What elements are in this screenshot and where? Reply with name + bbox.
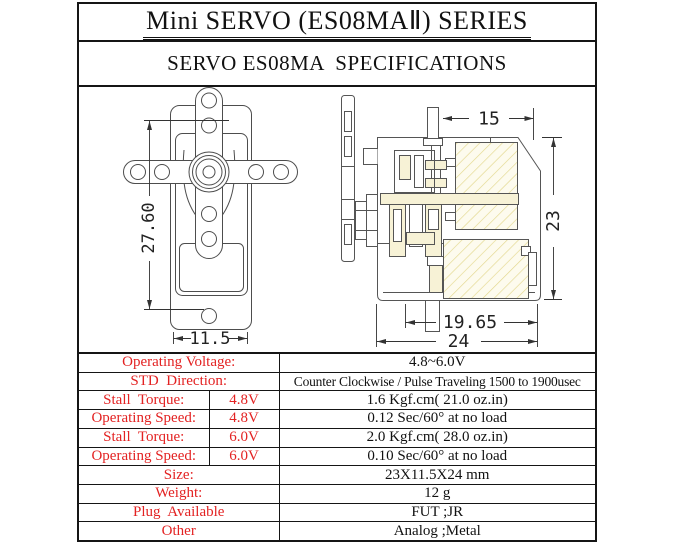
spec-label: Plug Available — [79, 503, 280, 522]
spec-row: Weight: 12 g — [79, 484, 595, 504]
spec-row: Operating Speed: 6.0V 0.10 Sec/60° at no… — [79, 447, 595, 467]
side-view-dimensions — [376, 108, 562, 347]
spec-row: Operating Voltage: 4.8~6.0V — [79, 354, 595, 373]
dim-front-height: 27.60 — [139, 202, 159, 253]
spec-label: Other — [79, 522, 280, 541]
horn-hub — [188, 151, 230, 193]
spec-voltage: 4.8V — [210, 391, 280, 410]
motor-section — [443, 239, 529, 299]
spec-value: 2.0 Kgf.cm( 28.0 oz.in) — [366, 429, 508, 446]
spec-value: Counter Clockwise / Pulse Traveling 1500… — [293, 373, 581, 389]
spec-row: Plug Available FUT ;JR — [79, 503, 595, 523]
subtitle-row: SERVO ES08MA SPECIFICATIONS — [79, 42, 595, 87]
spec-value: Analog ;Metal — [393, 522, 481, 539]
dim-side-top: 15 — [478, 109, 500, 130]
front-view-dimensions — [144, 120, 248, 344]
spec-voltage: 4.8V — [210, 410, 280, 428]
series-title: Mini SERVO (ES08MAⅡ) SERIES — [143, 6, 531, 40]
title-row: Mini SERVO (ES08MAⅡ) SERIES — [79, 4, 595, 42]
dim-side-width: 24 — [448, 331, 470, 352]
spec-row: Stall Torque: 6.0V 2.0 Kgf.cm( 28.0 oz.i… — [79, 428, 595, 448]
spec-label: STD Direction: — [79, 372, 280, 391]
spec-row: Other Analog ;Metal — [79, 522, 595, 541]
spec-row: Operating Speed: 4.8V 0.12 Sec/60° at no… — [79, 410, 595, 429]
front-view-drawing — [123, 87, 298, 330]
spec-value: 0.10 Sec/60° at no load — [367, 447, 508, 464]
mount-hole — [201, 308, 217, 324]
dim-side-height: 23 — [543, 210, 564, 232]
output-shaft — [427, 107, 439, 139]
spec-label: Operating Voltage: — [79, 354, 280, 372]
spec-value: FUT ;JR — [411, 503, 464, 520]
spec-label: Size: — [79, 466, 280, 484]
spec-value: 23X11.5X24 mm — [385, 466, 490, 483]
spec-table: Operating Voltage: 4.8~6.0V STD Directio… — [79, 354, 595, 541]
spec-label: Stall Torque: — [79, 391, 210, 410]
spec-label: Weight: — [79, 484, 280, 503]
spec-label: Operating Speed: — [79, 447, 210, 466]
gear-shaft-bar — [380, 193, 519, 205]
dim-side-inner-width: 19.65 — [443, 312, 497, 333]
spec-value: 0.12 Sec/60° at no load — [367, 410, 508, 427]
spec-voltage: 6.0V — [210, 428, 280, 447]
spec-label: Operating Speed: — [79, 410, 210, 428]
spec-value: 4.8~6.0V — [409, 354, 466, 371]
spec-voltage: 6.0V — [210, 447, 280, 466]
bottom-tab — [425, 300, 440, 332]
side-view-drawing — [341, 95, 541, 332]
technical-drawings: 27.60 11.5 — [79, 87, 595, 354]
spec-subtitle: SERVO ES08MA SPECIFICATIONS — [167, 51, 507, 75]
spec-row: Size: 23X11.5X24 mm — [79, 466, 595, 485]
spec-value: 1.6 Kgf.cm( 21.0 oz.in) — [366, 391, 508, 408]
spec-label: Stall Torque: — [79, 428, 210, 447]
spec-row: Stall Torque: 4.8V 1.6 Kgf.cm( 21.0 oz.i… — [79, 391, 595, 411]
drawings-svg: 27.60 11.5 — [123, 87, 564, 352]
sheet-frame: Mini SERVO (ES08MAⅡ) SERIES SERVO ES08MA… — [77, 2, 597, 542]
dim-front-width: 11.5 — [190, 329, 231, 349]
spec-value: 12 g — [424, 485, 451, 502]
spec-row: STD Direction: Counter Clockwise / Pulse… — [79, 372, 595, 392]
horn-edge-view — [341, 95, 355, 262]
